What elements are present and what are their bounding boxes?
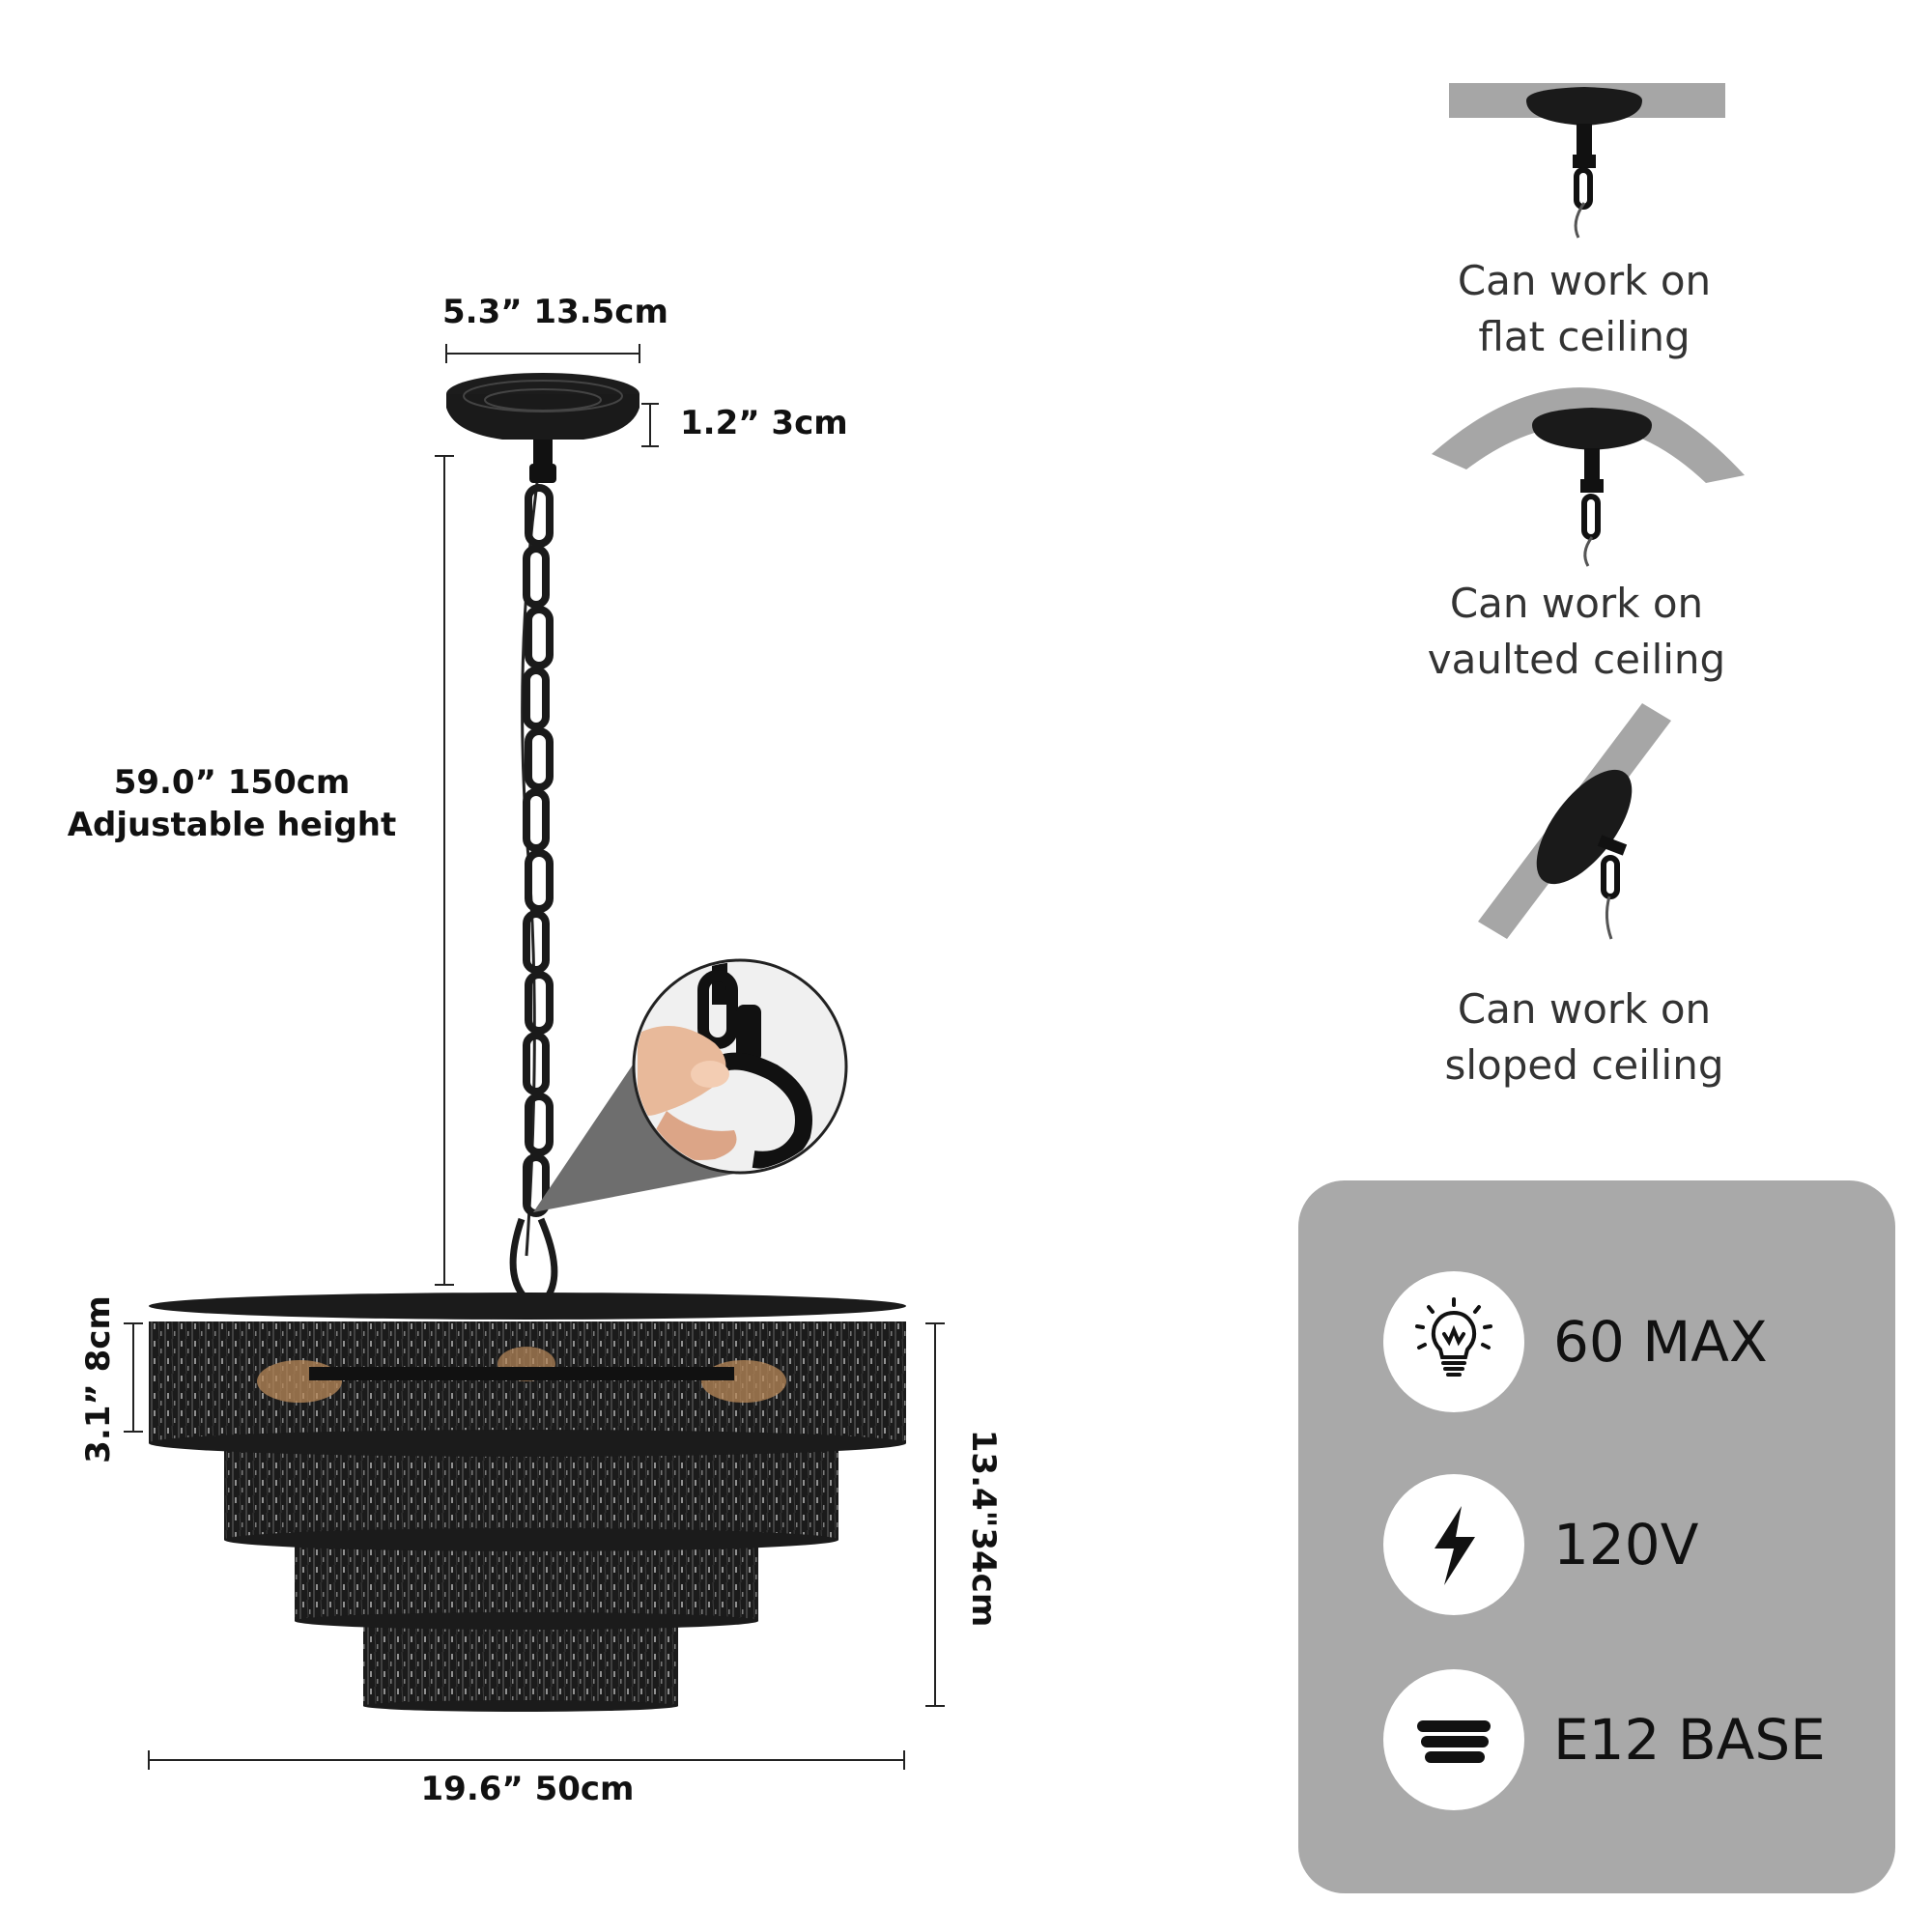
bulb-base-icon [1383,1669,1524,1810]
shade-width-dimension-line [148,1750,905,1770]
flat-ceiling-caption: Can work on flat ceiling [1391,253,1777,365]
wattage-label: 60 MAX [1553,1309,1768,1375]
total-height-label: 13.4"34cm [964,1429,1003,1628]
chain-length-dimension-line [435,455,454,1286]
vaulted-ceiling-caption: Can work on vaulted ceiling [1383,576,1770,688]
voltage-label: 120V [1553,1512,1699,1577]
canopy [446,373,639,483]
chain-clasp-detail [533,958,848,1212]
lightning-bolt-icon [1383,1474,1524,1615]
base-type-label: E12 BASE [1553,1707,1826,1773]
canopy-width-label: 5.3” 13.5cm [442,293,668,331]
sloped-ceiling-icon [1478,703,1671,940]
sloped-ceiling-caption: Can work on sloped ceiling [1391,981,1777,1094]
vaulted-ceiling-caption-line1: Can work on [1449,580,1704,627]
spec-row-voltage: 120V [1383,1474,1698,1615]
tier-height-label: 3.1” 8cm [79,1295,118,1463]
chain-length-label: 59.0” 150cm Adjustable height [58,761,406,846]
canopy-height-dimension-line [641,403,659,447]
canopy-height-label: 1.2” 3cm [680,404,848,442]
light-bulb-icon [1383,1271,1524,1412]
flat-ceiling-caption-line1: Can work on [1457,257,1712,304]
sloped-ceiling-caption-line1: Can work on [1457,985,1712,1033]
vaulted-ceiling-caption-line2: vaulted ceiling [1427,636,1726,683]
canopy-width-dimension-line [445,344,640,363]
sloped-ceiling-caption-line2: sloped ceiling [1444,1041,1724,1089]
chain [509,482,558,1302]
shade-width-label: 19.6” 50cm [420,1770,635,1808]
tier-height-dimension-line [124,1322,143,1433]
spec-row-wattage: 60 MAX [1383,1271,1768,1412]
flat-ceiling-caption-line2: flat ceiling [1478,313,1690,360]
chain-length-value: 59.0” 150cm [113,763,351,802]
specs-panel: 60 MAX 120V E12 BASE [1298,1180,1895,1893]
woven-shade [149,1293,906,1712]
chain-length-note: Adjustable height [67,806,397,844]
total-height-dimension-line [925,1322,945,1707]
flat-ceiling-icon [1449,83,1725,239]
vaulted-ceiling-icon [1432,387,1745,567]
spec-row-base: E12 BASE [1383,1669,1826,1810]
